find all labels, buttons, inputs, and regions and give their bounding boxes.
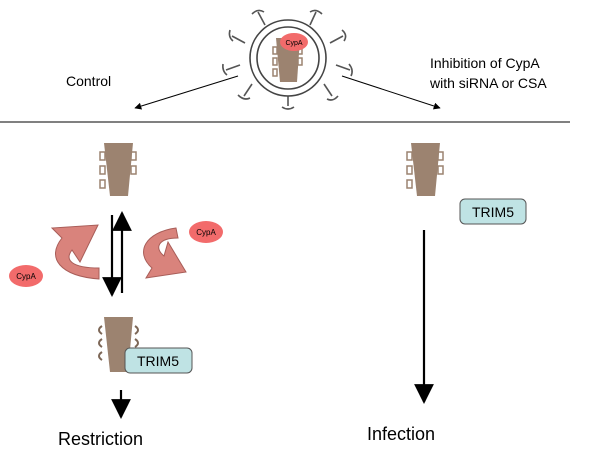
trim5-label-left: TRIM5 xyxy=(137,353,179,369)
capsid-inhibition xyxy=(406,143,444,196)
trim5-label-right: TRIM5 xyxy=(472,204,514,220)
inhibition-label-line1: Inhibition of CypA xyxy=(430,55,540,71)
infection-label: Infection xyxy=(367,424,435,444)
restriction-label: Restriction xyxy=(58,429,143,449)
trim5-box-right: TRIM5 xyxy=(459,198,527,225)
curved-arrow-right xyxy=(143,227,187,279)
cypa-label-virion: CypA xyxy=(285,40,302,47)
curved-arrow-left xyxy=(50,224,100,280)
inhibition-label-line2: with siRNA or CSA xyxy=(429,75,547,91)
cypa-bubble-virion: CypA xyxy=(280,33,308,51)
cypa-bubble-right: CypA xyxy=(189,221,223,243)
control-label: Control xyxy=(66,73,111,89)
arrow-to-inhibition xyxy=(341,75,441,110)
capsid-control xyxy=(99,143,137,196)
virion: CypA xyxy=(222,9,353,110)
cypa-label-left: CypA xyxy=(16,272,36,281)
cypa-label-right: CypA xyxy=(196,228,216,237)
arrow-to-control xyxy=(134,75,239,110)
cypa-bubble-left: CypA xyxy=(9,265,43,287)
trim5-box-left: TRIM5 xyxy=(124,347,193,374)
envelope-spikes xyxy=(222,9,353,110)
